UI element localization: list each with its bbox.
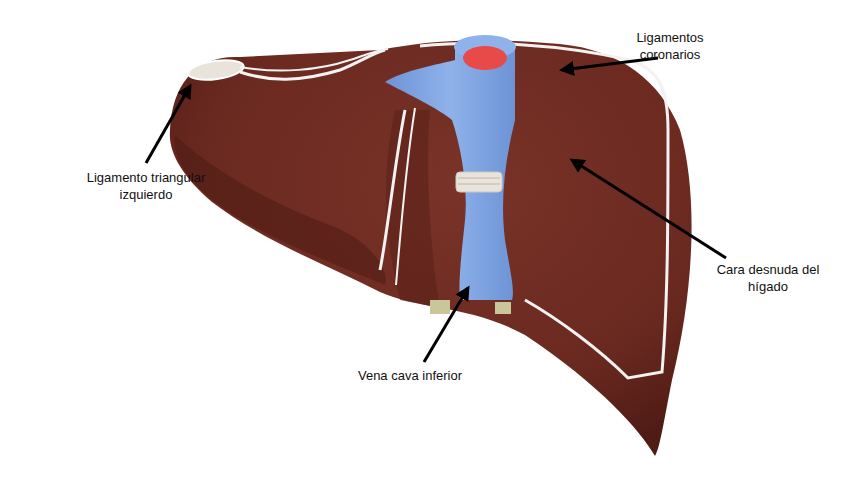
- anatomy-label: Ligamentos coronarios: [615, 30, 725, 64]
- anatomy-label: Vena cava inferior: [330, 368, 490, 385]
- ligament: [187, 57, 245, 83]
- inferior-vena-cava: [385, 45, 515, 300]
- anatomy-label: Cara desnuda del hígado: [713, 262, 823, 296]
- anatomy-label: Ligamento triangular izquierdo: [71, 170, 221, 204]
- leader-arrow: [572, 160, 726, 258]
- leader-arrow: [424, 288, 468, 362]
- liver: [170, 40, 692, 456]
- leader-arrow: [146, 86, 190, 163]
